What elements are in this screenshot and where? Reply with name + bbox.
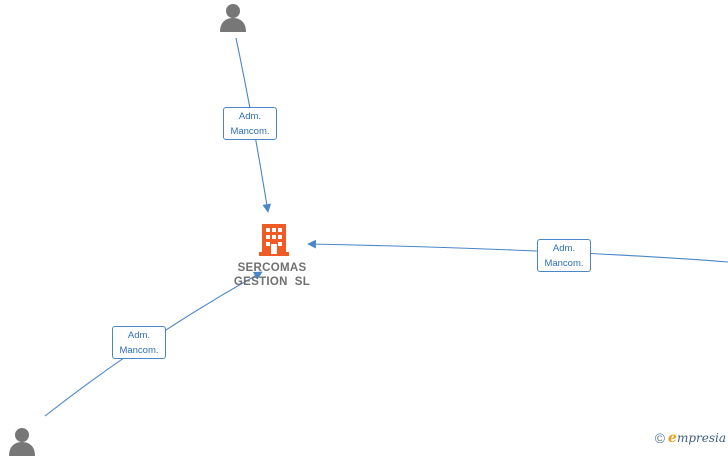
company-name[interactable]: SERCOMAS GESTION SL — [222, 261, 322, 289]
person-icon[interactable] — [218, 2, 248, 32]
relation-role-line1: Adm. — [552, 243, 576, 254]
company-name-line1: SERCOMAS — [237, 262, 307, 274]
relation-role-line2: Mancom. — [544, 258, 584, 269]
brand-initial: e — [668, 430, 677, 446]
edge-right-person — [307, 239, 728, 263]
copyright-symbol: © — [654, 430, 666, 446]
relation-label[interactable]: Adm. Mancom. — [223, 107, 277, 140]
brand-name: mpresia — [676, 431, 726, 445]
empresia-watermark: © empresia — [655, 430, 726, 446]
relation-role-line1: Adm. — [127, 330, 151, 341]
person-icon[interactable] — [7, 426, 37, 456]
building-icon[interactable] — [259, 222, 289, 256]
relation-role-line2: Mancom. — [230, 126, 270, 137]
relation-role-line2: Mancom. — [119, 345, 159, 356]
relation-label[interactable]: Adm. Mancom. — [112, 326, 166, 359]
relation-label[interactable]: Adm. Mancom. — [537, 239, 591, 272]
relation-role-line1: Adm. — [238, 111, 262, 122]
company-name-line2: GESTION SL — [233, 276, 311, 288]
